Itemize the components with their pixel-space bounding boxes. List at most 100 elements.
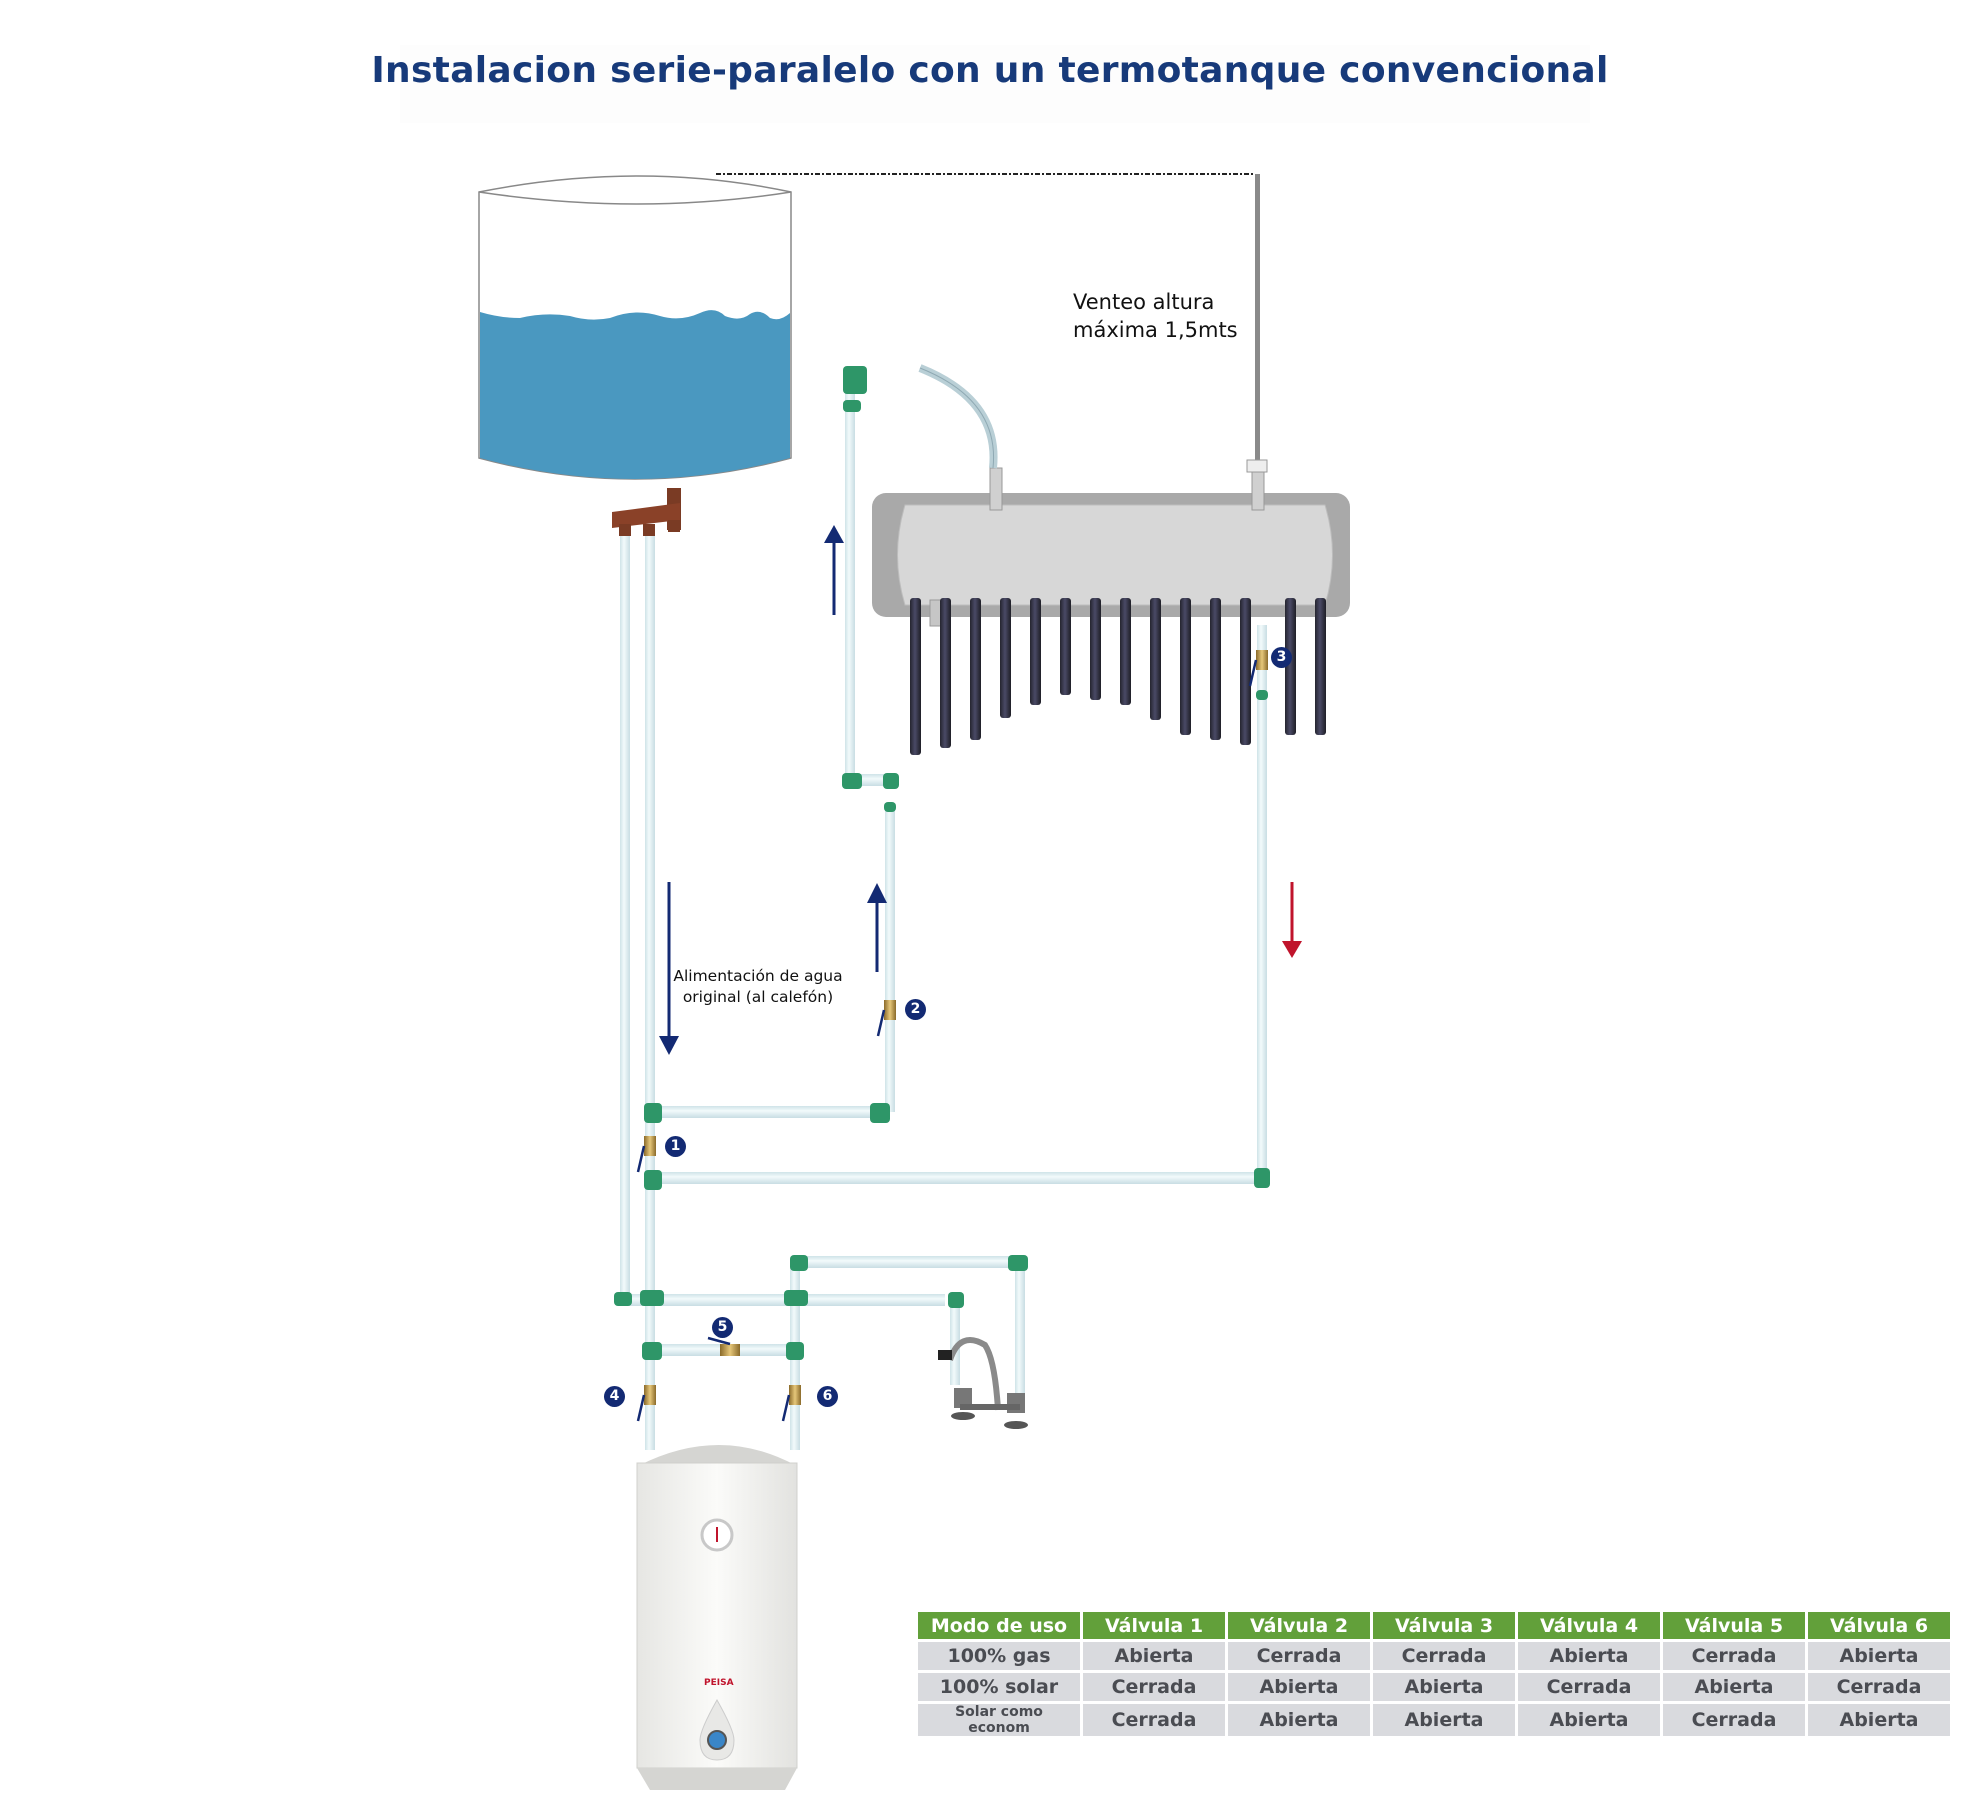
table-row: Solar como econom Cerrada Abierta Abiert… [918, 1704, 1950, 1736]
evacuated-tube [940, 598, 951, 748]
cell-valve-5: Cerrada [1663, 1642, 1805, 1670]
pipe-segment [620, 1294, 945, 1306]
cell-valve-3: Abierta [1373, 1704, 1515, 1736]
table-row: 100% gas Abierta Cerrada Cerrada Abierta… [918, 1642, 1950, 1670]
pipe-segment [790, 1262, 800, 1300]
pipe-fitting [843, 366, 867, 394]
flow-arrow-down-hot [1282, 882, 1302, 958]
cell-valve-4: Cerrada [1518, 1673, 1660, 1701]
evacuated-tube [1315, 598, 1326, 735]
cell-valve-3: Abierta [1373, 1673, 1515, 1701]
valve-badge-6: 6 [817, 1386, 838, 1407]
pipe-fitting [784, 1290, 808, 1306]
evacuated-tube [1120, 598, 1131, 705]
cell-valve-5: Abierta [1663, 1673, 1805, 1701]
pipe-fitting [1254, 1168, 1270, 1188]
brass-valve [1256, 650, 1268, 670]
valve-badge-2: 2 [905, 999, 926, 1020]
pipe-segment [645, 536, 655, 1450]
vent-label-line2: máxima 1,5mts [1073, 318, 1238, 342]
cell-valve-6: Cerrada [1808, 1673, 1950, 1701]
pipe-fitting [842, 773, 862, 789]
pipe-fitting [1256, 690, 1268, 700]
valve-handle [707, 1336, 731, 1346]
header-mode: Modo de uso [918, 1612, 1080, 1639]
cell-valve-2: Abierta [1228, 1704, 1370, 1736]
cell-valve-1: Abierta [1083, 1642, 1225, 1670]
valve-badge-1: 1 [665, 1136, 686, 1157]
cell-valve-1: Cerrada [1083, 1704, 1225, 1736]
cell-valve-4: Abierta [1518, 1642, 1660, 1670]
pipe-segment [650, 1106, 888, 1118]
evacuated-tube [1000, 598, 1011, 718]
water-tank [478, 175, 792, 480]
flow-arrow-up-valve2 [867, 883, 887, 972]
flow-arrow-down-feed [659, 882, 679, 1055]
pipe-segment [650, 1172, 1262, 1184]
pipe-fitting [1008, 1255, 1028, 1271]
cell-mode: 100% gas [918, 1642, 1080, 1670]
solar-collector [872, 364, 1350, 627]
header-valve-3: Válvula 3 [1373, 1612, 1515, 1639]
pipe-fitting [642, 1342, 662, 1360]
valve-handle [636, 1394, 646, 1422]
brass-valve [789, 1385, 801, 1405]
tank-outlet-manifold [612, 488, 681, 536]
pipe-segment [790, 1300, 800, 1450]
pipe-segment [885, 805, 895, 1112]
cell-valve-4: Abierta [1518, 1704, 1660, 1736]
pipe-fitting [790, 1255, 808, 1271]
header-valve-5: Válvula 5 [1663, 1612, 1805, 1639]
cell-valve-1: Cerrada [1083, 1673, 1225, 1701]
vent-label: Venteo altura máxima 1,5mts [1073, 288, 1238, 344]
evacuated-tube [1210, 598, 1221, 740]
valve-badge-3: 3 [1271, 647, 1292, 668]
header-valve-6: Válvula 6 [1808, 1612, 1950, 1639]
faucet [938, 1337, 1028, 1429]
header-valve-2: Válvula 2 [1228, 1612, 1370, 1639]
valve-mode-table: Modo de uso Válvula 1 Válvula 2 Válvula … [915, 1609, 1953, 1739]
feed-label-line2: original (al calefón) [682, 988, 834, 1006]
valves [636, 650, 1268, 1422]
title-band [400, 45, 1590, 123]
water-heater [636, 1445, 798, 1790]
vent-label-line1: Venteo altura [1073, 290, 1215, 314]
evacuated-tube [1060, 598, 1071, 695]
pipe-segment [1257, 625, 1267, 1178]
pipe-segment [795, 1256, 1020, 1268]
pipe-fitting [948, 1292, 964, 1308]
pipe-fitting [884, 802, 896, 812]
pipe-fitting [640, 1290, 664, 1306]
pipe-fitting [870, 1103, 890, 1123]
evacuated-tube [1240, 598, 1251, 745]
valve-badge-5: 5 [712, 1317, 733, 1338]
brass-valve [720, 1344, 740, 1356]
evacuated-tubes [910, 598, 1326, 755]
cell-valve-6: Abierta [1808, 1704, 1950, 1736]
pipe-segment [950, 1300, 960, 1385]
page-title: Instalacion serie-paralelo con un termot… [371, 50, 1609, 91]
evacuated-tube [1180, 598, 1191, 735]
feed-label-line1: Alimentación de agua [673, 967, 843, 985]
valve-handle [876, 1009, 886, 1037]
pipe-fitting [843, 400, 861, 412]
evacuated-tube [910, 598, 921, 755]
pipe-segment [620, 536, 630, 1300]
cell-mode: 100% solar [918, 1673, 1080, 1701]
flow-arrow-up-collector [824, 525, 844, 615]
pipe-fitting [614, 1292, 632, 1306]
cell-valve-6: Abierta [1808, 1642, 1950, 1670]
pipe-fitting [883, 773, 899, 789]
pipes [614, 366, 1270, 1450]
evacuated-tube [970, 598, 981, 740]
cell-mode: Solar como econom [918, 1704, 1080, 1736]
evacuated-tube [1030, 598, 1041, 705]
pipe-fitting [644, 1103, 662, 1123]
pipe-segment [845, 380, 855, 780]
water-level [480, 310, 790, 479]
cell-valve-5: Cerrada [1663, 1704, 1805, 1736]
valve-handle [636, 1145, 646, 1173]
vent-pipe [1255, 174, 1260, 460]
cell-valve-3: Cerrada [1373, 1642, 1515, 1670]
